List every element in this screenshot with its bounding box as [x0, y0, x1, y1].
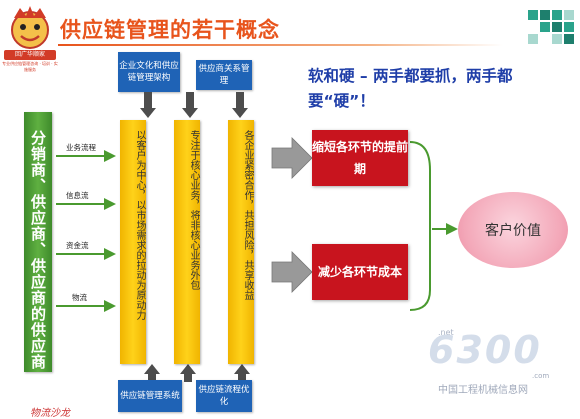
- motto-text: 软和硬 – 两手都要抓，两手都要“硬”！: [308, 67, 513, 110]
- flow-label-logistics: 物流: [72, 293, 87, 302]
- watermark-suffix: .com: [532, 372, 550, 380]
- partners-bar: [24, 112, 52, 372]
- process-optimization-box: 供应链流程优化: [196, 380, 252, 412]
- culture-architecture-box: 企业文化和供应链管理架构: [118, 52, 180, 92]
- logo-banner: 回广华顺家: [4, 50, 56, 60]
- watermark-domain: .net: [438, 328, 454, 337]
- flow-label-information: 信息流: [66, 191, 89, 200]
- lead-time-box: 缩短各环节的提前期: [312, 130, 408, 186]
- partners-label: 分销商、供应商、供应商的供应商: [29, 130, 47, 370]
- customer-value-label: 客户价值: [485, 223, 541, 239]
- core-business-bar: [174, 120, 200, 364]
- flow-label-capital: 资金流: [66, 241, 89, 250]
- cooperation-bar: [228, 120, 254, 364]
- customer-centric-bar: [120, 120, 146, 364]
- company-logo: [4, 4, 56, 66]
- footer-brand: 物流沙龙: [30, 408, 70, 419]
- pixel-mosaic-icon: [528, 10, 574, 44]
- cooperation-label: 各企业紧密合作，共担风险，共享收益: [242, 130, 253, 300]
- scm-system-box: 供应链管理系统: [118, 380, 182, 412]
- core-business-label: 专注于核心业务，将非核心业务外包: [188, 130, 199, 290]
- block-arrow-icon: [271, 137, 313, 293]
- watermark-number: 6300: [428, 328, 542, 372]
- page-title: 供应链管理的若干概念: [60, 18, 280, 42]
- title-underline: [58, 44, 503, 46]
- customer-value-circle: 客户价值: [458, 192, 568, 268]
- up-arrow-icon: [144, 364, 250, 382]
- customer-centric-label: 以客户为中心，以市场需求的拉动为原动力: [134, 130, 145, 320]
- logo-tagline: 专业供应链管理咨询 · 培训 · 实施服务: [2, 61, 58, 72]
- bracket-line: [409, 141, 431, 311]
- flow-arrows: [56, 150, 116, 312]
- flow-label-business: 业务流程: [66, 143, 96, 152]
- watermark-site-name: 中国工程机械信息网: [438, 385, 528, 396]
- down-arrow-icon: [140, 92, 248, 118]
- cost-reduction-box: 减少各环节成本: [312, 244, 408, 300]
- supplier-relationship-box: 供应商关系管理: [196, 60, 252, 90]
- mascot-icon: [11, 6, 49, 49]
